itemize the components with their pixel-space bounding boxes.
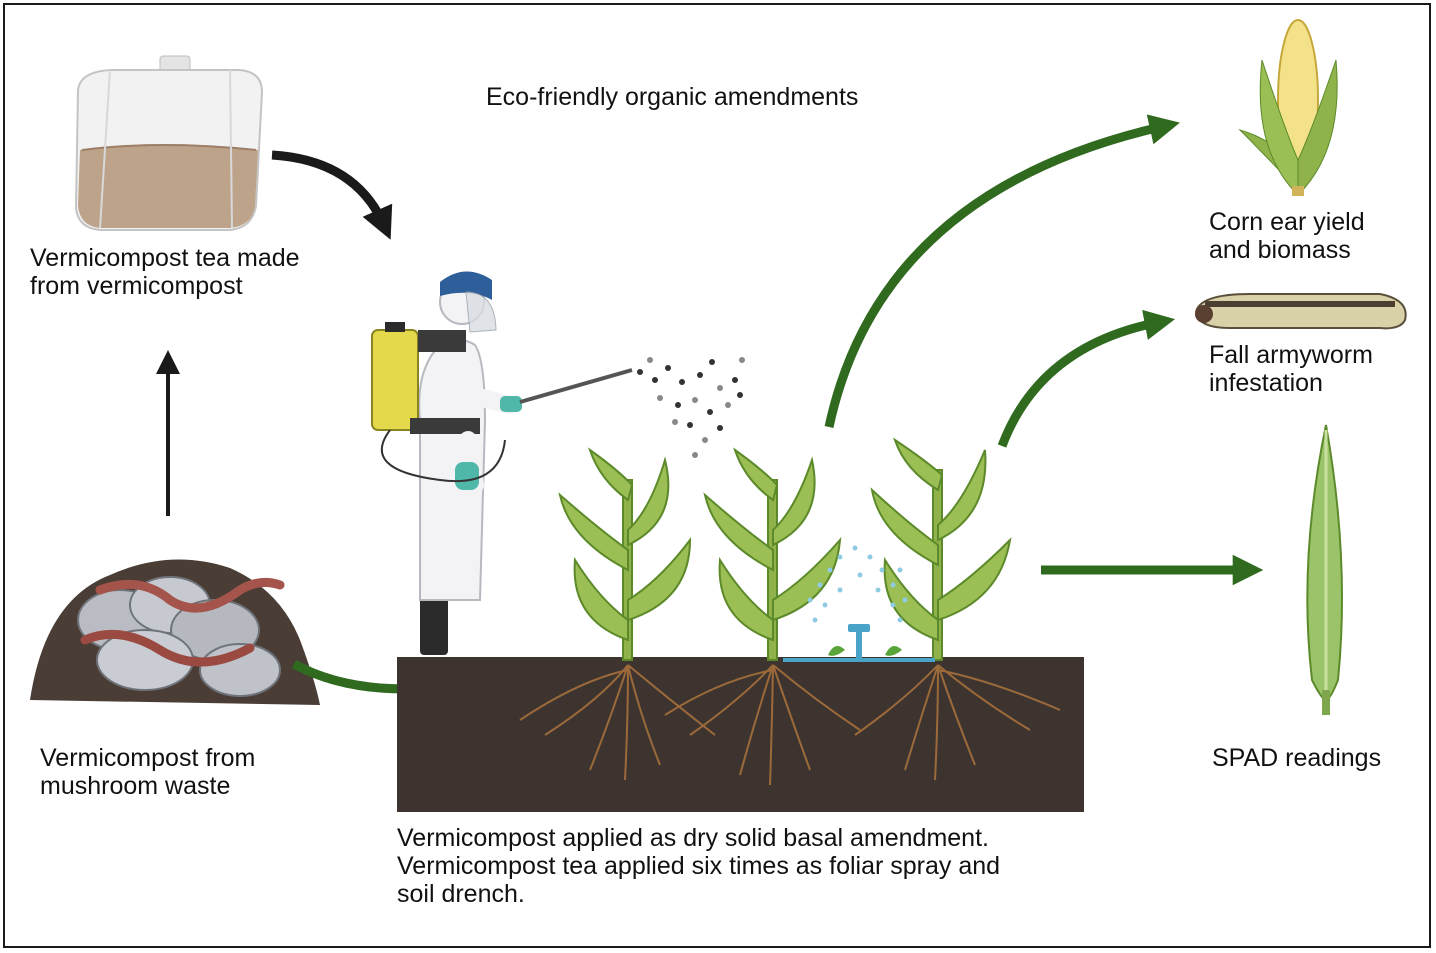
leaf-icon bbox=[1306, 424, 1343, 715]
corn-plant-2-icon bbox=[703, 447, 842, 661]
armyworm-label: Fall armyworm infestation bbox=[1209, 341, 1373, 397]
armyworm-icon bbox=[1194, 293, 1407, 330]
corn-plant-3-icon bbox=[870, 437, 1012, 661]
arrow-tea-to-sprayer bbox=[271, 150, 393, 240]
mushroom-compost-pile-icon bbox=[30, 559, 320, 705]
sprayer-person-icon bbox=[371, 271, 633, 655]
arrow-to-corn-yield bbox=[824, 114, 1180, 428]
vermicompost-tea-label: Vermicompost tea made from vermicompost bbox=[30, 244, 300, 300]
mushroom-vermicompost-label: Vermicompost from mushroom waste bbox=[40, 744, 256, 800]
sprinkler-icon bbox=[783, 545, 935, 662]
arrow-to-armyworm bbox=[997, 309, 1176, 448]
spray-droplets-icon bbox=[637, 357, 745, 458]
corn-yield-label: Corn ear yield and biomass bbox=[1209, 208, 1365, 264]
spad-readings-label: SPAD readings bbox=[1212, 744, 1382, 772]
corn-plant-1-icon bbox=[558, 447, 692, 661]
corn-ear-icon bbox=[1238, 19, 1338, 197]
vermicompost-tea-container-icon bbox=[74, 55, 264, 231]
figure-title: Eco-friendly organic amendments bbox=[486, 83, 859, 111]
soil-field bbox=[397, 657, 1084, 812]
application-description-label: Vermicompost applied as dry solid basal … bbox=[397, 824, 1001, 908]
